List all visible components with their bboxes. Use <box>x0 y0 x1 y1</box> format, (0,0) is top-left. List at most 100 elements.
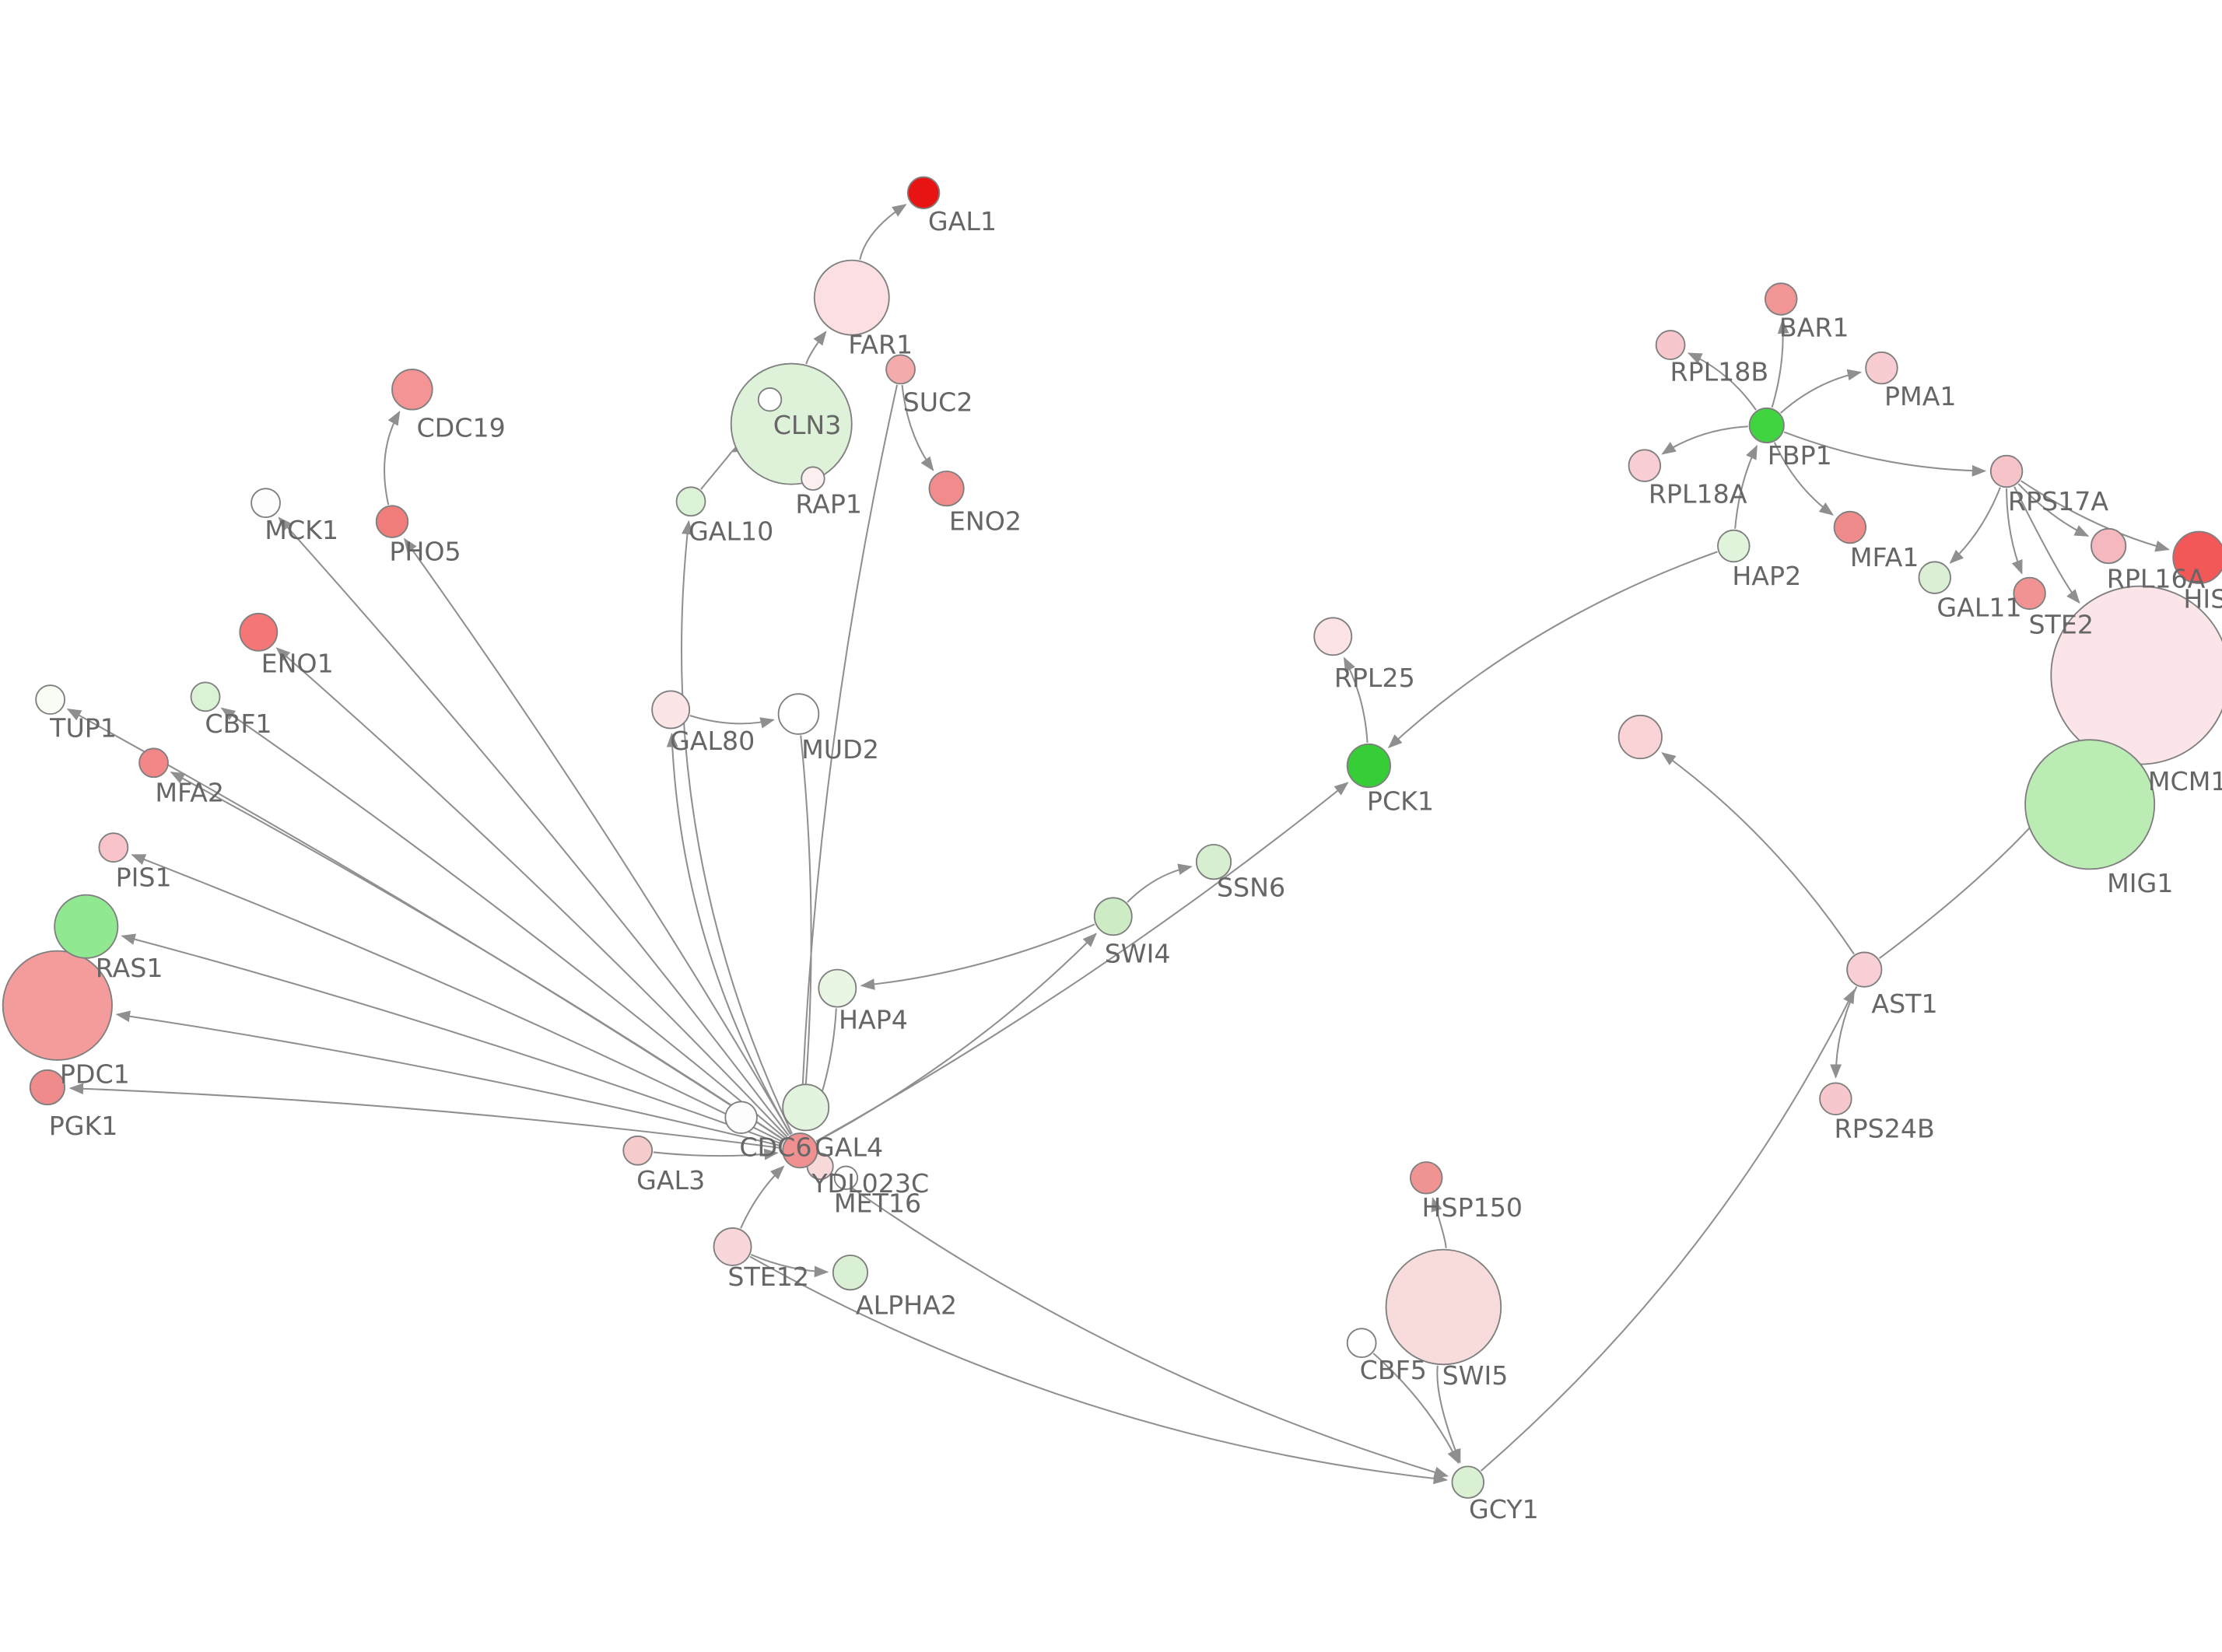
node-label-gal11: GAL11 <box>1936 592 2021 622</box>
labels-layer: MCM1MIG1CLN3SWI5PDC1FAR1RAS1HIS4RAP1GAL1… <box>49 206 2222 1524</box>
node-gal10[interactable] <box>675 486 706 517</box>
node-swi4[interactable] <box>1093 897 1133 936</box>
node-swi5[interactable] <box>1385 1248 1502 1366</box>
edge-gal80-mud2 <box>689 715 775 729</box>
node-alpha2[interactable] <box>832 1255 868 1291</box>
node-label-bar1: BAR1 <box>1779 312 1849 342</box>
edge-swi4-ssn6 <box>1127 863 1193 903</box>
node-far1[interactable] <box>813 259 890 336</box>
node-rpl18b[interactable] <box>1655 330 1686 360</box>
node-cdc19[interactable] <box>391 369 433 411</box>
node-gcy1[interactable] <box>1451 1465 1485 1499</box>
node-eno1[interactable] <box>239 612 279 652</box>
node-label-far1: FAR1 <box>848 330 913 360</box>
node-mig1[interactable] <box>2024 739 2156 870</box>
edge-pho5-cdc19 <box>384 410 401 506</box>
node-cbf1[interactable] <box>190 681 221 712</box>
node-gal1[interactable] <box>906 176 941 210</box>
node-label-ste2: STE2 <box>2028 610 2094 640</box>
node-fbp1[interactable] <box>1748 407 1785 443</box>
edge-swi4-hap4 <box>860 923 1095 990</box>
edge-gcy1-ast1 <box>1480 989 1856 1472</box>
node-rpl25[interactable] <box>1313 617 1353 656</box>
node-bar1[interactable] <box>1765 282 1798 316</box>
edge-hap2-pck1 <box>1387 551 1718 749</box>
node-label-pck1: PCK1 <box>1367 786 1434 817</box>
node-ssn6[interactable] <box>1195 844 1232 880</box>
node-ste2[interactable] <box>2013 576 2046 611</box>
node-rps17a[interactable] <box>1989 454 2024 488</box>
node-rps24b[interactable] <box>1819 1082 1852 1116</box>
edge-rps17a-his4 <box>2020 480 2170 552</box>
node-label-rap1: RAP1 <box>795 489 862 520</box>
edge-far1-gal1 <box>859 204 907 261</box>
node-gal11[interactable] <box>1918 561 1951 594</box>
node-gal4[interactable] <box>782 1132 818 1169</box>
node-mfa1[interactable] <box>1833 510 1867 544</box>
node-label-mcm1: MCM1 <box>2148 766 2222 796</box>
node-label-rpl25: RPL25 <box>1334 663 1415 693</box>
node-label-alpha2: ALPHA2 <box>856 1290 957 1321</box>
edge-fbp1-bar1 <box>1771 319 1789 408</box>
node-label-ydl023c: YDL023C <box>811 1168 929 1199</box>
node-mck1[interactable] <box>251 488 281 518</box>
node-pho5[interactable] <box>375 505 409 538</box>
node-suc2[interactable] <box>885 354 916 385</box>
node-tup1[interactable] <box>35 684 65 715</box>
node-ras1[interactable] <box>54 894 119 959</box>
edge-fbp1-mfa1 <box>1773 442 1834 516</box>
node-his4[interactable] <box>2172 530 2222 584</box>
edge-gal4-mfa2 <box>170 772 785 1141</box>
node-node_c[interactable] <box>782 1083 830 1132</box>
node-rap1[interactable] <box>801 466 825 491</box>
node-mfa2[interactable] <box>138 747 169 779</box>
edge-rps17a-mcm1 <box>2013 486 2080 604</box>
node-label-pis1: PIS1 <box>116 863 172 893</box>
node-label-mud2: MUD2 <box>801 734 879 765</box>
node-label-cdc6: CDC6 <box>739 1132 811 1163</box>
node-label-ras1: RAS1 <box>96 953 163 983</box>
node-label-ssn6: SSN6 <box>1217 872 1285 902</box>
node-gal3[interactable] <box>622 1135 654 1166</box>
node-label-hsp150: HSP150 <box>1422 1192 1523 1223</box>
node-label-hap4: HAP4 <box>839 1004 908 1034</box>
node-cbf5[interactable] <box>1346 1328 1377 1359</box>
node-eno2[interactable] <box>928 471 965 507</box>
node-met16[interactable] <box>833 1165 859 1191</box>
edge-rps17a-gal11 <box>1949 487 2001 564</box>
node-node_a[interactable] <box>757 387 783 412</box>
edge-mud2-gal4 <box>797 735 812 1129</box>
node-gal80[interactable] <box>651 690 691 730</box>
node-pdc1[interactable] <box>2 950 113 1061</box>
node-pis1[interactable] <box>98 832 129 863</box>
node-label-suc2: SUC2 <box>903 387 973 417</box>
node-label-swi4: SWI4 <box>1105 938 1171 968</box>
node-label-swi5: SWI5 <box>1442 1360 1509 1391</box>
node-cdc6[interactable] <box>724 1101 758 1135</box>
node-label-gal10: GAL10 <box>689 516 773 547</box>
node-ste12[interactable] <box>713 1227 752 1266</box>
node-rpl16a[interactable] <box>2091 527 2127 565</box>
edge-rps17a-rpl16a <box>2017 483 2090 537</box>
node-label-mfa1: MFA1 <box>1850 542 1919 572</box>
node-mud2[interactable] <box>777 693 820 735</box>
edge-gal4-swi4 <box>815 933 1097 1143</box>
node-node_b[interactable] <box>1617 714 1663 760</box>
edge-ste12-alpha2 <box>750 1254 829 1278</box>
node-ast1[interactable] <box>1846 951 1883 988</box>
node-pgk1[interactable] <box>29 1069 65 1106</box>
node-label-gal3: GAL3 <box>636 1165 705 1195</box>
node-hap4[interactable] <box>818 968 857 1008</box>
edges-layer <box>66 204 2170 1485</box>
edge-ste12-gcy1 <box>749 1255 1449 1485</box>
node-hsp150[interactable] <box>1410 1161 1443 1195</box>
node-pma1[interactable] <box>1865 351 1898 385</box>
node-rpl18a[interactable] <box>1628 449 1662 482</box>
node-hap2[interactable] <box>1717 529 1751 563</box>
node-label-cln3: CLN3 <box>773 410 842 440</box>
node-label-ast1: AST1 <box>1871 989 1937 1019</box>
edge-gal4-pdc1 <box>115 1010 783 1147</box>
node-pck1[interactable] <box>1346 743 1391 789</box>
